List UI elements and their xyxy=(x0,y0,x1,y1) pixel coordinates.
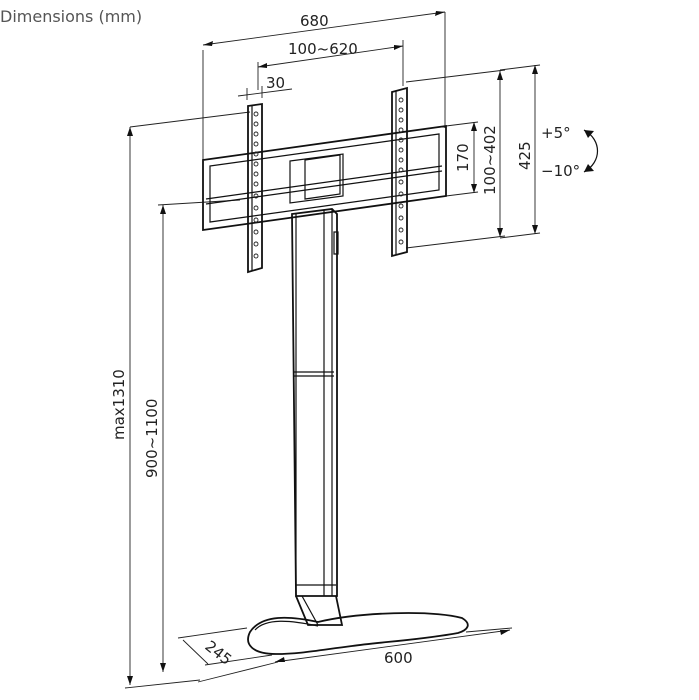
dim-vesa-height: 100~402 xyxy=(405,69,506,249)
dim-bracket-height: 170 xyxy=(445,121,479,197)
dim-label-680: 680 xyxy=(300,12,329,30)
left-vesa-arm xyxy=(247,102,263,274)
stand-column xyxy=(291,208,339,597)
tilt-down-label: −10° xyxy=(541,162,580,180)
dim-label-vesa-height: 100~402 xyxy=(481,125,499,195)
tilt-up-label: +5° xyxy=(541,124,571,142)
stand-base xyxy=(247,595,469,655)
dim-label-30: 30 xyxy=(266,74,285,92)
dim-panel-height: 425 xyxy=(499,64,541,239)
dim-label-max1310: max1310 xyxy=(110,369,128,440)
dim-bracket-offset: 30 xyxy=(237,74,293,100)
dim-vesa-width: 100~620 xyxy=(257,40,404,90)
dim-base-depth: 245 xyxy=(177,627,273,669)
right-vesa-arm xyxy=(391,86,408,258)
dim-max-height: max1310 xyxy=(110,111,251,689)
left-arm-holes xyxy=(253,111,259,259)
dim-label-900-1100: 900~1100 xyxy=(143,399,161,478)
dim-overall-width: 680 xyxy=(202,11,446,160)
dim-label-170: 170 xyxy=(454,143,472,172)
tilt-indicator: +5° −10° xyxy=(541,124,599,180)
tilt-arrow-icon xyxy=(583,129,599,173)
right-arm-holes xyxy=(398,97,404,245)
diagram-title: Dimensions (mm) xyxy=(0,7,142,26)
dim-label-245: 245 xyxy=(202,637,236,669)
dim-height-range: 900~1100 xyxy=(143,199,241,672)
dim-label-vesa-width: 100~620 xyxy=(288,40,358,58)
dim-label-600: 600 xyxy=(384,649,413,667)
dim-label-425: 425 xyxy=(516,141,534,170)
dim-base-width: 600 xyxy=(197,627,513,683)
mount-bracket xyxy=(202,124,447,232)
